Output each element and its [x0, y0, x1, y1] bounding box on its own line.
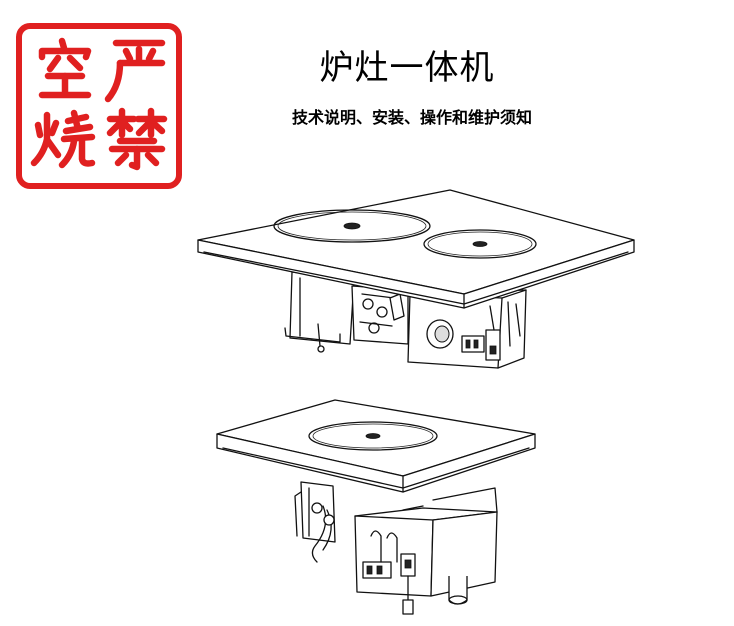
document-subtitle: 技术说明、安装、操作和维护须知 — [291, 108, 532, 127]
warning-stamp — [16, 23, 182, 189]
single-burner-cooktop-illustration — [205, 396, 550, 622]
dual-burner-cooktop-illustration — [190, 186, 638, 376]
stamp-lettering — [30, 37, 168, 171]
document-title: 炉灶一体机 — [319, 48, 495, 88]
